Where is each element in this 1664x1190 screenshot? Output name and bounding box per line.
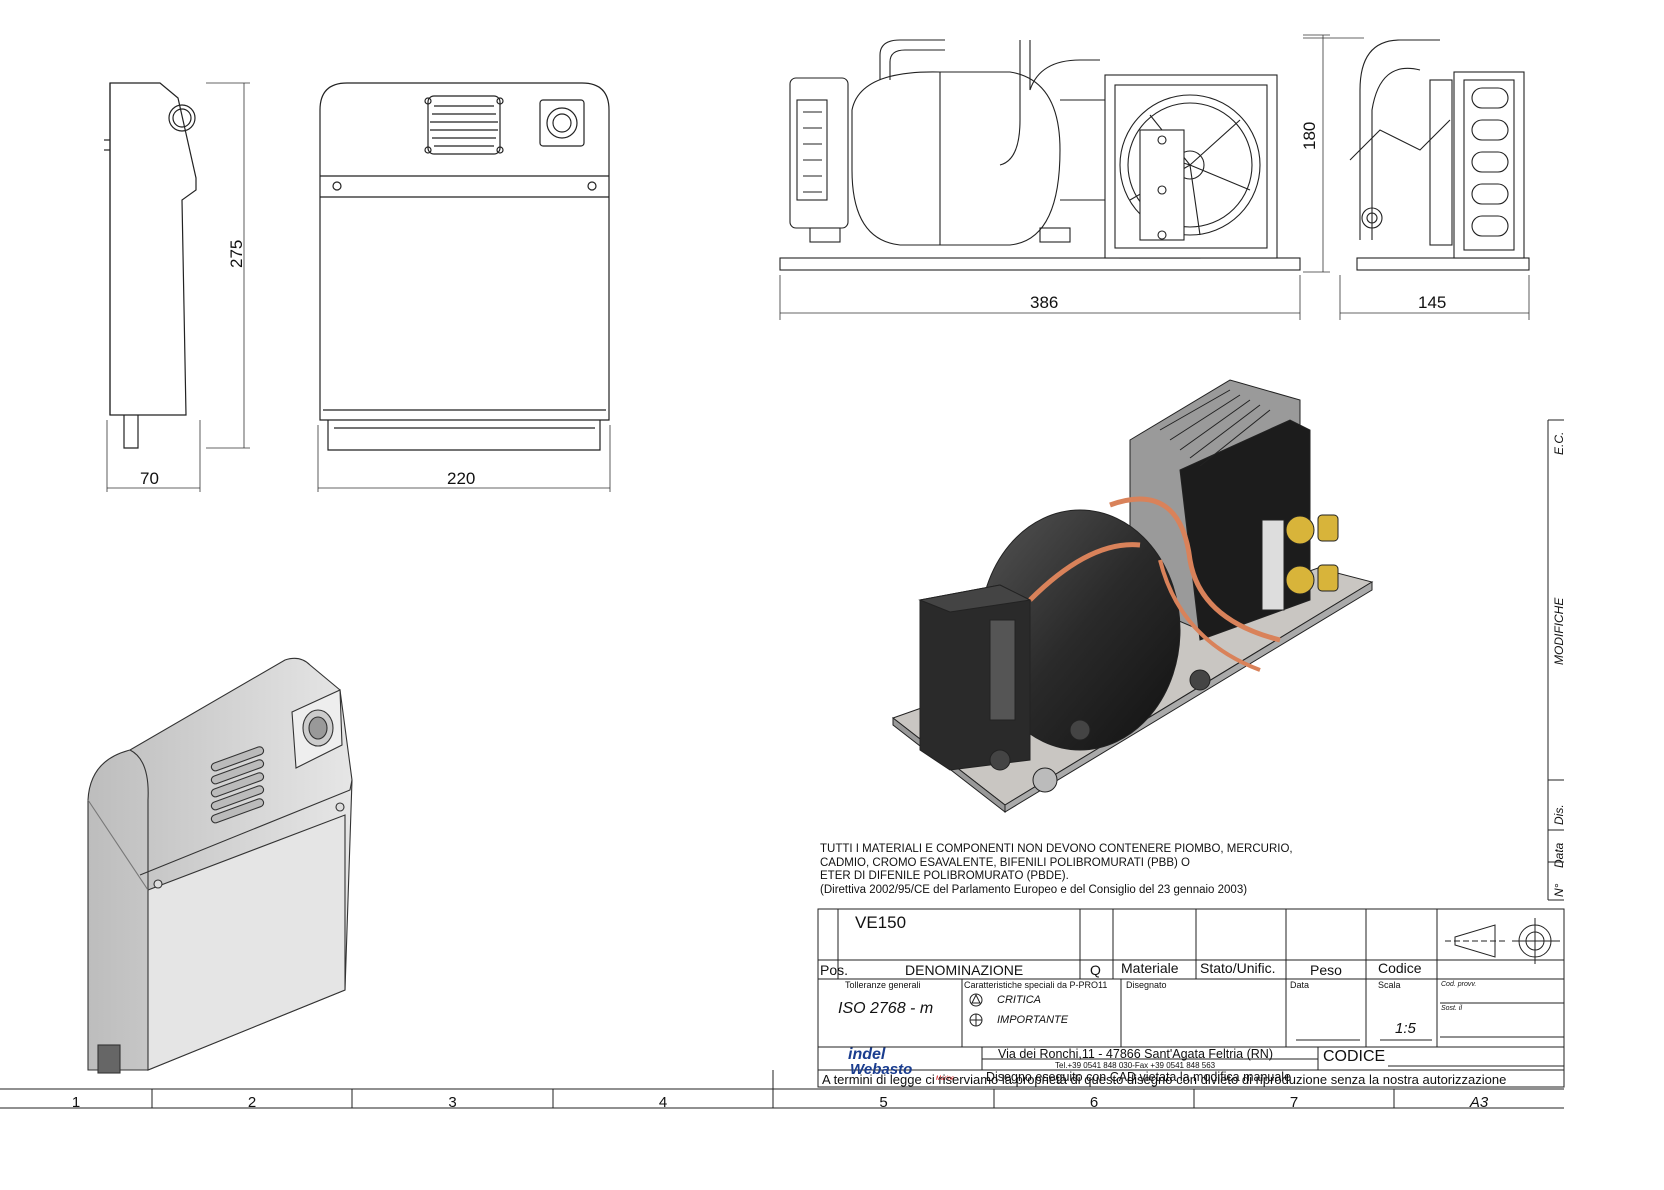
logo-sub: Marine bbox=[936, 1076, 955, 1082]
dim-220-lines bbox=[317, 425, 611, 492]
rohs-note-line3: ETER DI DIFENILE POLIBROMURATO (PBDE). bbox=[820, 870, 1069, 882]
data-label: Data bbox=[1290, 980, 1310, 990]
projection-symbol bbox=[1445, 918, 1560, 964]
company-phone: Tel.+39 0541 848 030-Fax +39 0541 848 56… bbox=[1055, 1061, 1216, 1070]
header-codice: Codice bbox=[1378, 960, 1422, 976]
header-pos: Pos. bbox=[820, 962, 849, 978]
iso-enclosure bbox=[87, 657, 353, 1074]
grid-col-2: 2 bbox=[247, 1094, 257, 1111]
service-valves bbox=[1285, 514, 1339, 595]
dim-180: 180 bbox=[1300, 121, 1319, 150]
iso-grille bbox=[210, 746, 265, 824]
grid-col-5: 5 bbox=[879, 1094, 888, 1111]
quality-symbols bbox=[969, 993, 983, 1027]
grid-col-7: 7 bbox=[1289, 1094, 1299, 1111]
cod-provv-label: Cod. provv. bbox=[1441, 981, 1477, 988]
dim-70: 70 bbox=[140, 469, 159, 488]
header-materiale: Materiale bbox=[1121, 960, 1179, 976]
part-name: VE150 bbox=[855, 913, 907, 932]
rohs-note-line4: (Direttiva 2002/95/CE del Parlamento Eur… bbox=[820, 883, 1248, 896]
grid-col-3: 3 bbox=[448, 1094, 457, 1111]
front-grille bbox=[424, 95, 504, 155]
scala-value: 1:5 bbox=[1395, 1020, 1416, 1037]
condenser-coils bbox=[1471, 87, 1509, 237]
tolleranze-value: ISO 2768 - m bbox=[838, 1000, 934, 1017]
front-view bbox=[319, 82, 610, 451]
title-block-lines bbox=[817, 908, 1565, 1088]
rev-data: Data bbox=[1552, 842, 1566, 868]
dim-386: 386 bbox=[1030, 293, 1059, 312]
unit-side-view bbox=[1349, 39, 1530, 271]
iso-thermostat bbox=[291, 689, 343, 769]
header-stato: Stato/Unific. bbox=[1200, 960, 1276, 976]
iso-compressor-unit bbox=[891, 379, 1374, 814]
rev-dis: Dis. bbox=[1552, 804, 1566, 825]
importante-label: IMPORTANTE bbox=[997, 1014, 1069, 1026]
dim-386-180-lines bbox=[779, 34, 1330, 320]
caratteristiche-label: Caratteristiche speciali da P-PRO11 bbox=[964, 980, 1108, 990]
dim-145-lines bbox=[1303, 37, 1530, 320]
disegnato-label: Disegnato bbox=[1126, 980, 1167, 990]
grid-col-6: 6 bbox=[1089, 1094, 1099, 1111]
sost-label: Sost. il bbox=[1441, 1005, 1463, 1012]
dim-145: 145 bbox=[1418, 293, 1447, 312]
rev-ec: E.C. bbox=[1552, 431, 1566, 455]
rohs-note-line2: CADMIO, CROMO ESAVALENTE, BIFENILI POLIB… bbox=[820, 856, 1190, 869]
company-logo: indel Webasto Marine bbox=[848, 1046, 958, 1082]
side-view bbox=[104, 82, 197, 449]
rohs-note: TUTTI I MATERIALI E COMPONENTI NON DEVON… bbox=[820, 843, 1293, 897]
logo-top: indel bbox=[848, 1046, 886, 1063]
legal-notice: A termini di legge ci riserviamo la prop… bbox=[822, 1072, 1507, 1087]
rev-num: N° bbox=[1552, 883, 1566, 897]
header-denominazione: DENOMINAZIONE bbox=[905, 962, 1024, 978]
grid-col-1: 1 bbox=[71, 1094, 81, 1111]
rev-modifiche: MODIFICHE bbox=[1552, 597, 1566, 665]
dim-275: 275 bbox=[227, 239, 246, 268]
scala-label: Scala bbox=[1378, 980, 1401, 990]
sheet-size: A3 bbox=[1469, 1094, 1489, 1111]
tolleranze-label: Tolleranze generali bbox=[845, 980, 921, 990]
unit-front-view bbox=[779, 39, 1301, 271]
thermostat-knob bbox=[539, 99, 585, 147]
revision-block-lines bbox=[1547, 419, 1564, 901]
dim-220: 220 bbox=[447, 469, 476, 488]
cad-note: Disegno eseguito con CAD vietata la modi… bbox=[986, 1070, 1292, 1084]
rohs-note-line1: TUTTI I MATERIALI E COMPONENTI NON DEVON… bbox=[820, 843, 1293, 855]
header-q: Q bbox=[1090, 962, 1101, 978]
company-address: Via dei Ronchi,11 - 47866 Sant'Agata Fel… bbox=[998, 1047, 1273, 1061]
dim-275-lines bbox=[106, 82, 250, 492]
header-peso: Peso bbox=[1310, 962, 1342, 978]
logo-bottom: Webasto bbox=[850, 1061, 913, 1078]
grid-col-4: 4 bbox=[658, 1094, 668, 1111]
critica-label: CRITICA bbox=[997, 994, 1041, 1006]
sheet-grid-lines bbox=[0, 1070, 1564, 1109]
codice-big: CODICE bbox=[1323, 1048, 1386, 1065]
